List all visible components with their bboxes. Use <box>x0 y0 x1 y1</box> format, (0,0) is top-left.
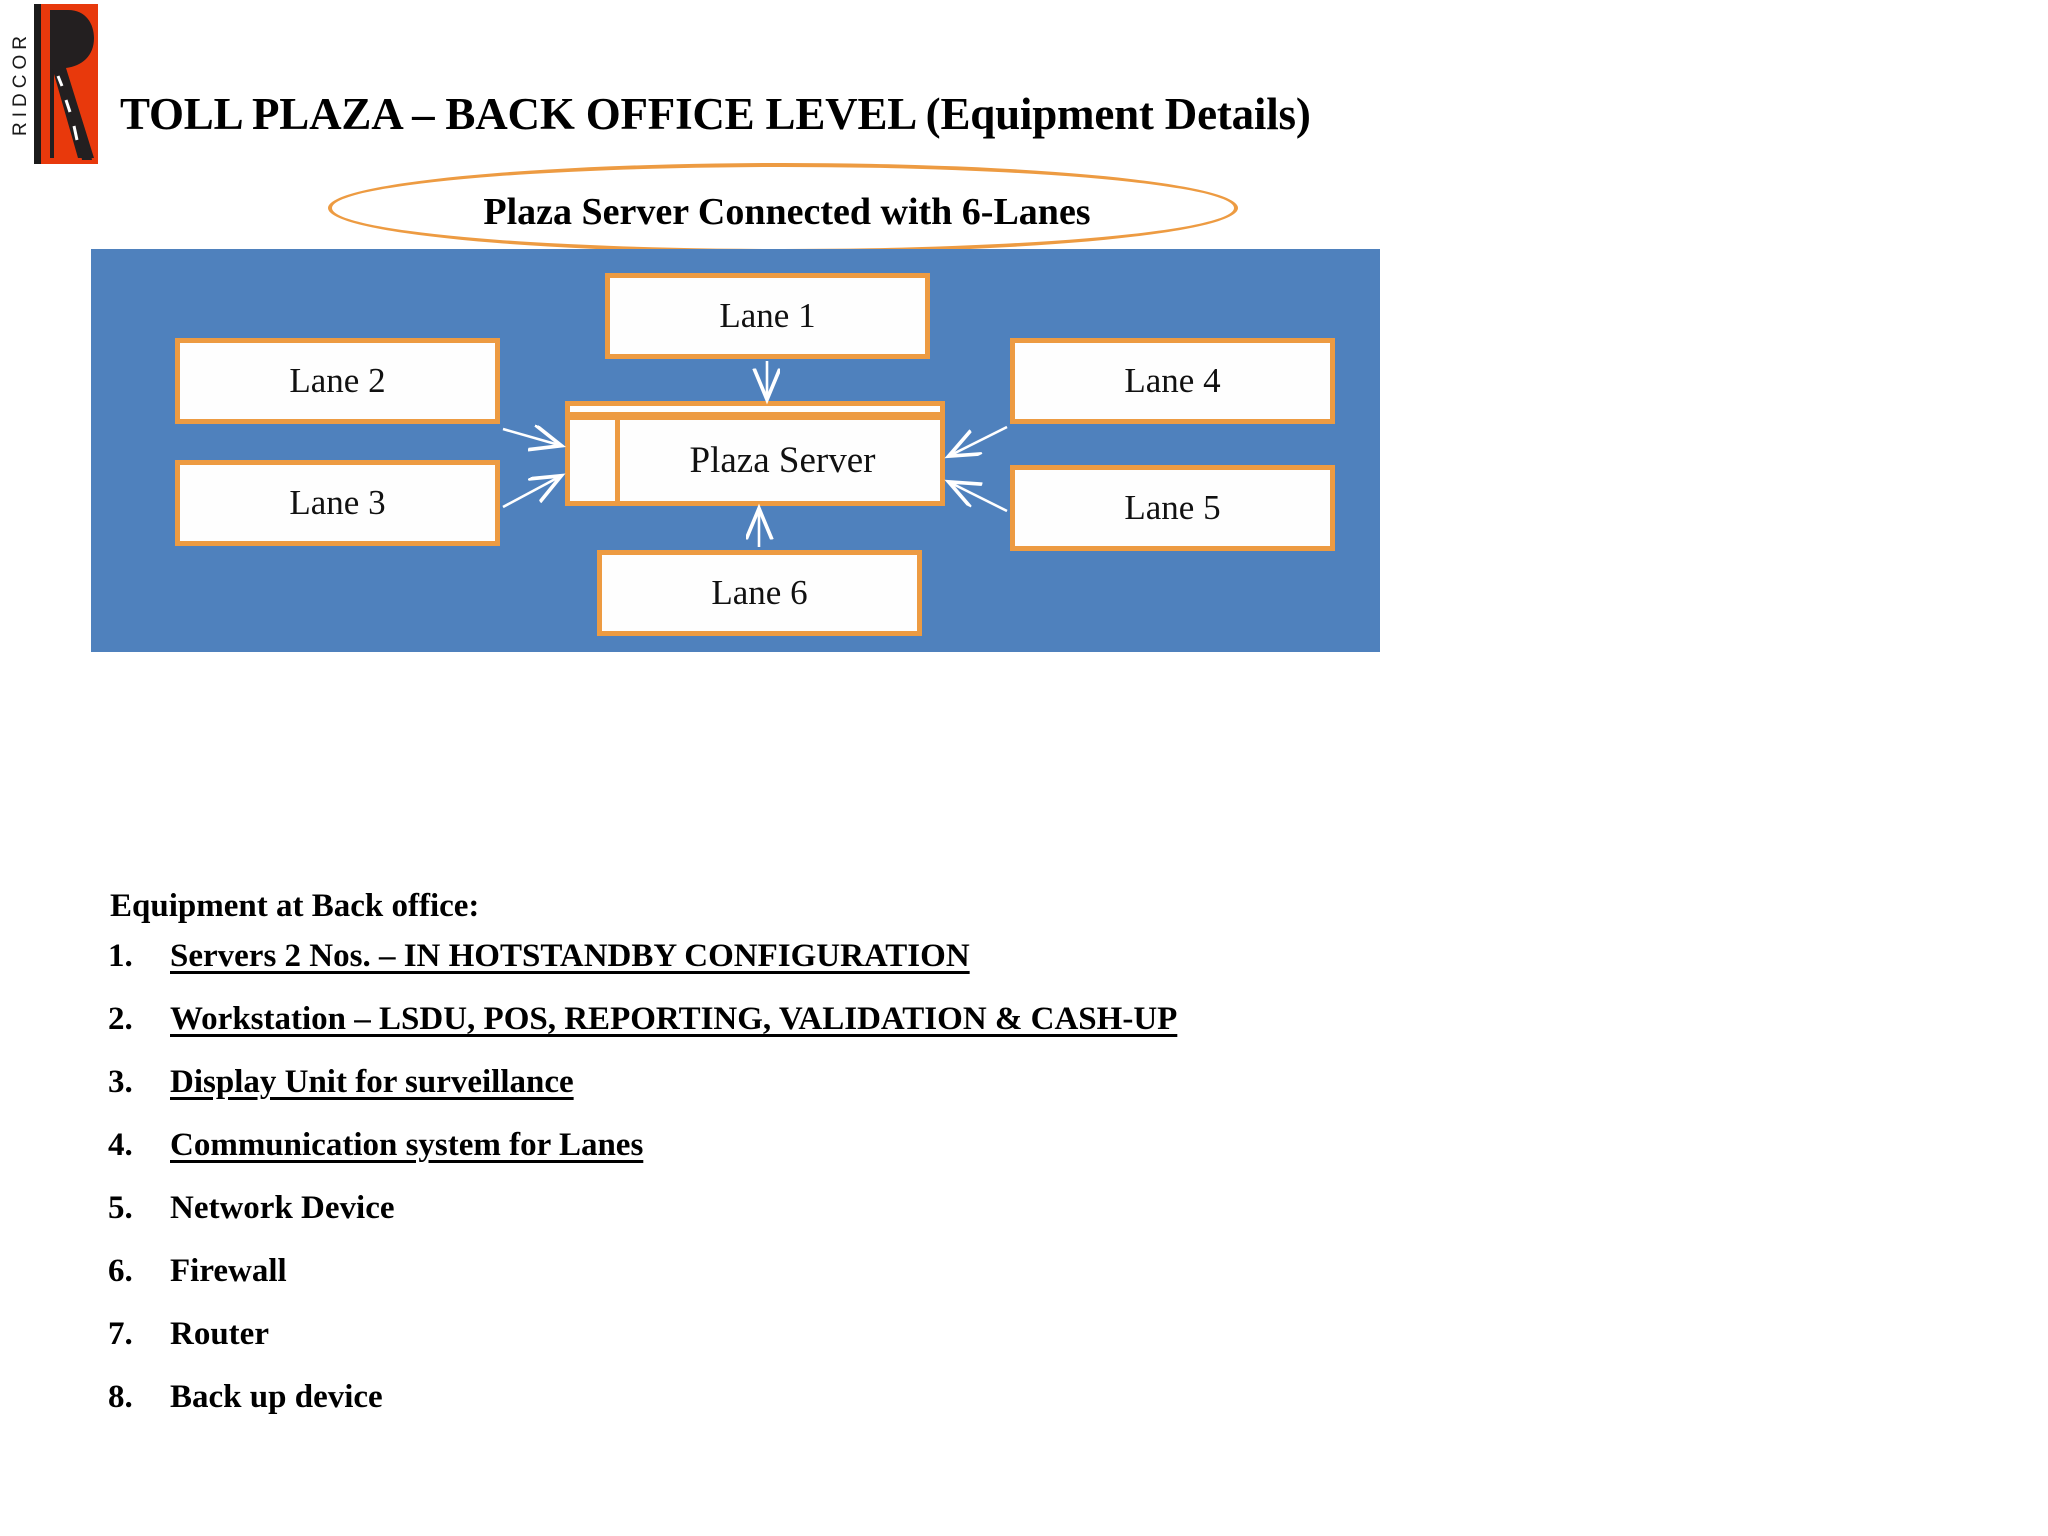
list-item-label: Servers 2 Nos. – IN HOTSTANDBY CONFIGURA… <box>170 938 970 974</box>
diagram-node-lane-2[interactable]: Lane 2 <box>175 338 500 424</box>
diagram-node-lane-2-label: Lane 2 <box>289 361 386 400</box>
plaza-server-label: Plaza Server <box>689 440 876 481</box>
list-item: 4. Communication system for Lanes <box>108 1127 1508 1190</box>
diagram-node-lane-4-label: Lane 4 <box>1124 361 1221 400</box>
logo-mark <box>34 4 98 164</box>
logo-vertical-text: RIDCOR <box>10 31 31 137</box>
list-item-label: Network Device <box>170 1190 395 1226</box>
list-item-label: Firewall <box>170 1253 287 1289</box>
diagram-node-plaza-server[interactable]: Plaza Server <box>565 401 945 506</box>
list-item-number: 1. <box>108 938 133 974</box>
arrow-lane4-to-server <box>951 425 1008 455</box>
list-item-label: Workstation – LSDU, POS, REPORTING, VALI… <box>170 1001 1178 1037</box>
logo-black-bar <box>34 4 41 164</box>
equipment-heading: Equipment at Back office: <box>110 888 480 924</box>
diagram-node-lane-4[interactable]: Lane 4 <box>1010 338 1335 424</box>
list-item-number: 5. <box>108 1190 133 1226</box>
list-item: 6. Firewall <box>108 1253 1508 1316</box>
list-item-label: Back up device <box>170 1379 383 1415</box>
callout-oval-label: Plaza Server Connected with 6-Lanes <box>483 191 1091 233</box>
diagram-node-lane-3-label: Lane 3 <box>289 483 386 522</box>
arrow-lane2-to-server <box>502 429 559 445</box>
diagram-node-lane-1-label: Lane 1 <box>719 296 816 335</box>
equipment-list: 1. Servers 2 Nos. – IN HOTSTANDBY CONFIG… <box>108 938 1508 1442</box>
list-item: 1. Servers 2 Nos. – IN HOTSTANDBY CONFIG… <box>108 938 1508 1001</box>
list-item: 5. Network Device <box>108 1190 1508 1253</box>
diagram-node-lane-6-label: Lane 6 <box>711 573 808 612</box>
diagram-node-lane-1[interactable]: Lane 1 <box>605 273 930 359</box>
diagram-node-lane-3[interactable]: Lane 3 <box>175 460 500 546</box>
list-item-number: 8. <box>108 1379 133 1415</box>
diagram-connector-arrows <box>502 361 1008 547</box>
list-item-label: Display Unit for surveillance <box>170 1064 574 1100</box>
plaza-server-body <box>565 415 945 506</box>
list-item: 3. Display Unit for surveillance <box>108 1064 1508 1127</box>
list-item-number: 3. <box>108 1064 133 1100</box>
plaza-server-side-column <box>565 415 620 506</box>
list-item: 7. Router <box>108 1316 1508 1379</box>
logo-r-road-icon <box>50 10 94 160</box>
list-item-number: 2. <box>108 1001 133 1037</box>
arrow-lane3-to-server <box>502 477 559 509</box>
diagram-node-lane-6[interactable]: Lane 6 <box>597 550 922 636</box>
page-title: TOLL PLAZA – BACK OFFICE LEVEL (Equipmen… <box>120 89 1311 139</box>
ridcor-logo: RIDCOR <box>8 0 100 168</box>
diagram-panel: Lane 1 Lane 2 Lane 3 Lane 4 Lane 5 Lane … <box>91 249 1380 652</box>
arrow-lane5-to-server <box>951 483 1008 513</box>
callout-oval: Plaza Server Connected with 6-Lanes <box>328 163 1238 253</box>
list-item: 8. Back up device <box>108 1379 1508 1442</box>
list-item-label: Communication system for Lanes <box>170 1127 644 1163</box>
list-item-number: 4. <box>108 1127 133 1163</box>
list-item-number: 7. <box>108 1316 133 1352</box>
list-item: 2. Workstation – LSDU, POS, REPORTING, V… <box>108 1001 1508 1064</box>
list-item-number: 6. <box>108 1253 133 1289</box>
diagram-node-lane-5-label: Lane 5 <box>1124 488 1221 527</box>
diagram-node-lane-5[interactable]: Lane 5 <box>1010 465 1335 551</box>
list-item-label: Router <box>170 1316 269 1352</box>
